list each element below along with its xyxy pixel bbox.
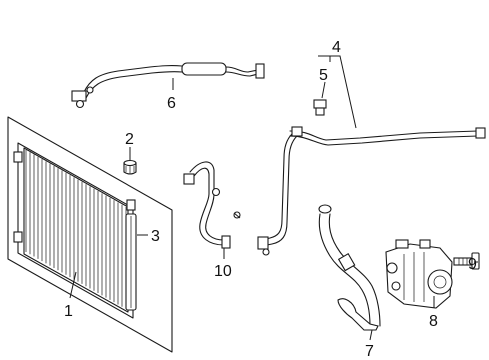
callout-10: 10 xyxy=(214,263,232,280)
callout-9: 9 xyxy=(468,256,477,273)
suction-tube xyxy=(183,161,241,249)
hose-6-muffler xyxy=(181,62,227,76)
leader-lines xyxy=(69,55,478,341)
liquid-line-a xyxy=(289,130,479,141)
leader-1 xyxy=(69,271,77,299)
liquid-line-fitting-right xyxy=(475,127,486,139)
hose-6-line-a xyxy=(83,65,183,93)
leader-4-right xyxy=(318,55,357,129)
discharge-hose xyxy=(71,62,265,109)
liquid-line xyxy=(257,126,486,256)
compressor-clutch xyxy=(427,269,453,295)
callout-1: 1 xyxy=(64,303,73,320)
callout-4: 4 xyxy=(332,39,341,56)
callout-8: 8 xyxy=(429,313,438,330)
hose-6-fitting-right xyxy=(255,63,265,79)
suction-hose-fitting-top xyxy=(318,204,332,214)
compressor xyxy=(385,239,453,309)
receiver-drier xyxy=(125,213,137,311)
compressor-port-1 xyxy=(395,239,409,249)
pressure-switch xyxy=(313,99,327,116)
condenser-core xyxy=(17,142,134,319)
pressure-switch-base xyxy=(315,107,325,116)
callout-2: 2 xyxy=(125,131,134,148)
suction-hose-fitting-bottom xyxy=(337,298,379,331)
drier-cap xyxy=(123,159,137,175)
suction-tube-fitting-top xyxy=(183,173,195,185)
callout-6: 6 xyxy=(167,95,176,112)
leader-5 xyxy=(321,81,326,99)
condenser-backing-panel xyxy=(7,116,173,353)
callout-3: 3 xyxy=(151,228,160,245)
bolt-head xyxy=(471,252,480,270)
suction-tube-fitting-bottom xyxy=(221,235,231,249)
callout-7: 7 xyxy=(365,343,374,360)
condenser-core-inner xyxy=(23,147,129,313)
leader-7 xyxy=(369,329,373,341)
hose-6-fitting-left xyxy=(71,90,87,102)
condenser-bracket-upper-left xyxy=(13,151,23,163)
liquid-line-fitting-left xyxy=(257,236,269,250)
compressor-port-2 xyxy=(419,239,431,249)
condenser-bracket-lower-left xyxy=(13,231,23,243)
callout-5: 5 xyxy=(319,67,328,84)
condenser-fins xyxy=(25,150,127,309)
pressure-switch-top xyxy=(313,99,327,109)
suction-hose xyxy=(318,204,381,331)
condenser-bracket-upper-right xyxy=(126,199,136,211)
